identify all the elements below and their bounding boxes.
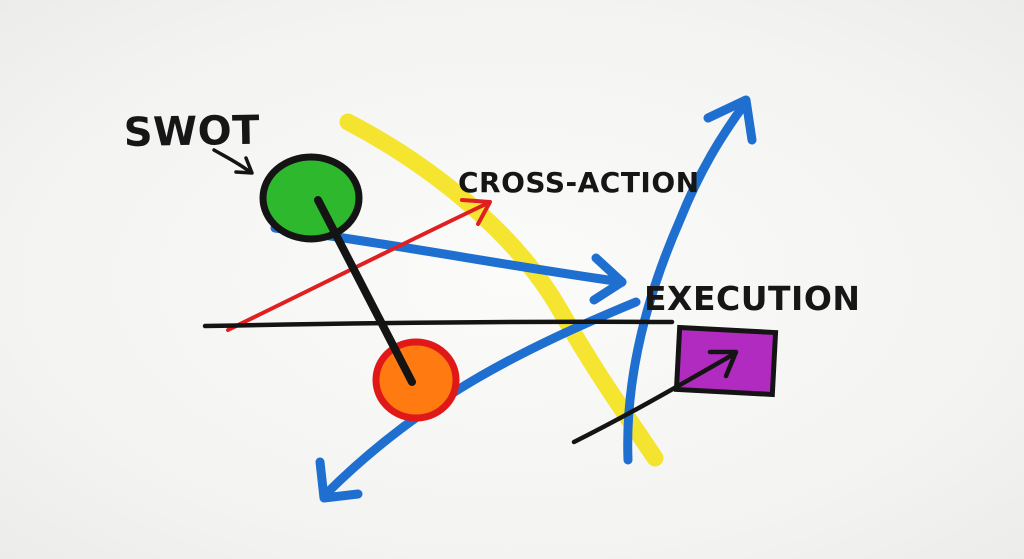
blue-rising-curve	[623, 100, 749, 465]
green-circle-node	[259, 153, 363, 243]
black-arrow-into-box-line	[571, 351, 737, 445]
label-swot: SWOT	[123, 108, 260, 156]
red-arrow-head	[460, 198, 492, 226]
blue-down-left-line	[321, 297, 641, 499]
black-horizontal-line	[202, 319, 675, 329]
black-arrow-into-box-head	[707, 349, 739, 379]
black-connector-line	[314, 196, 416, 386]
label-cross-action: CROSS-ACTION	[458, 166, 700, 199]
blue-swot-to-execution-arrowhead	[589, 253, 627, 305]
label-execution: EXECUTION	[644, 279, 861, 318]
orange-circle-node	[372, 338, 460, 422]
blue-down-left-arrowhead	[315, 457, 363, 503]
swot-pointer-arrow-head	[234, 156, 254, 175]
blue-rising-arrowhead	[703, 95, 757, 145]
swot-pointer-arrow-line	[212, 148, 252, 174]
red-arrow-line	[226, 201, 490, 332]
